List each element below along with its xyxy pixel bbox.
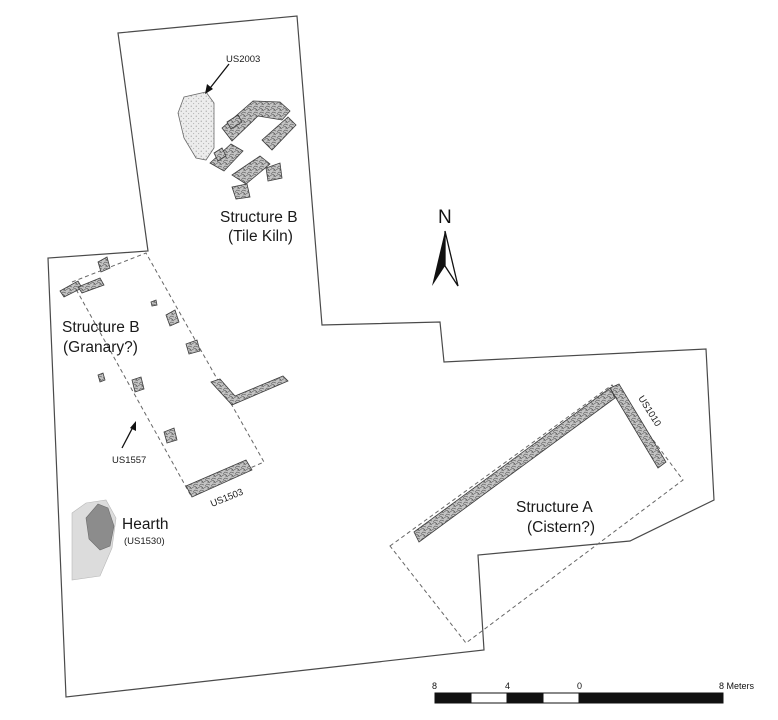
granary-dashed-outline (71, 252, 265, 495)
hearth-title: Hearth (122, 516, 169, 533)
granary-pier-bases (59, 256, 201, 444)
north-arrow-right-half-icon (444, 230, 459, 287)
us1503-label: US1503 (209, 487, 245, 510)
scale-seg-3 (506, 692, 544, 704)
scale-tick-8-meters: 8 Meters (719, 681, 755, 691)
structure-b-granary: Structure B (Granary?) US1557 US1503 (59, 252, 289, 510)
structure-b-granary-sub: (Granary?) (63, 339, 138, 356)
us1557-arrowhead (130, 421, 136, 431)
scale-seg-5 (578, 692, 724, 704)
excavation-boundary (47, 15, 715, 698)
hearth-code: (US1530) (124, 536, 165, 547)
structure-b-tile-kiln: US2003 Structure B (Tile Kiln) (177, 54, 298, 245)
structure-a-sub: (Cistern?) (527, 519, 595, 536)
cistern-dashed-outline (389, 384, 684, 644)
north-arrow: N (432, 207, 459, 287)
scale-seg-1 (434, 692, 472, 704)
structure-a-title: Structure A (516, 499, 593, 516)
scale-bar: 8 4 0 8 Meters (432, 681, 755, 704)
us2003-label: US2003 (226, 54, 260, 65)
hearth: Hearth (US1530) (71, 499, 169, 581)
north-arrow-left-half-icon (432, 231, 445, 286)
scale-seg-2 (470, 692, 508, 704)
hearth-dark-core (85, 503, 115, 551)
us1503-wall (185, 459, 253, 498)
structure-b-kiln-title: Structure B (220, 209, 298, 226)
structure-b-kiln-sub: (Tile Kiln) (228, 228, 293, 245)
north-label: N (438, 207, 452, 228)
scale-tick-0: 0 (577, 681, 582, 691)
structure-b-granary-title: Structure B (62, 319, 140, 336)
scale-seg-4 (542, 692, 580, 704)
scale-tick-4: 4 (505, 681, 510, 691)
us1010-wall (609, 383, 667, 469)
granary-inner-wall (210, 375, 289, 406)
scale-tick-8-left: 8 (432, 681, 437, 691)
us2003-stippled-deposit (177, 91, 215, 161)
us1557-label: US1557 (112, 455, 146, 466)
us2003-arrowhead (205, 84, 213, 94)
cistern-wall-long (413, 387, 616, 543)
structure-a-cistern: US1010 Structure A (Cistern?) (389, 383, 684, 644)
kiln-walls (209, 100, 297, 200)
